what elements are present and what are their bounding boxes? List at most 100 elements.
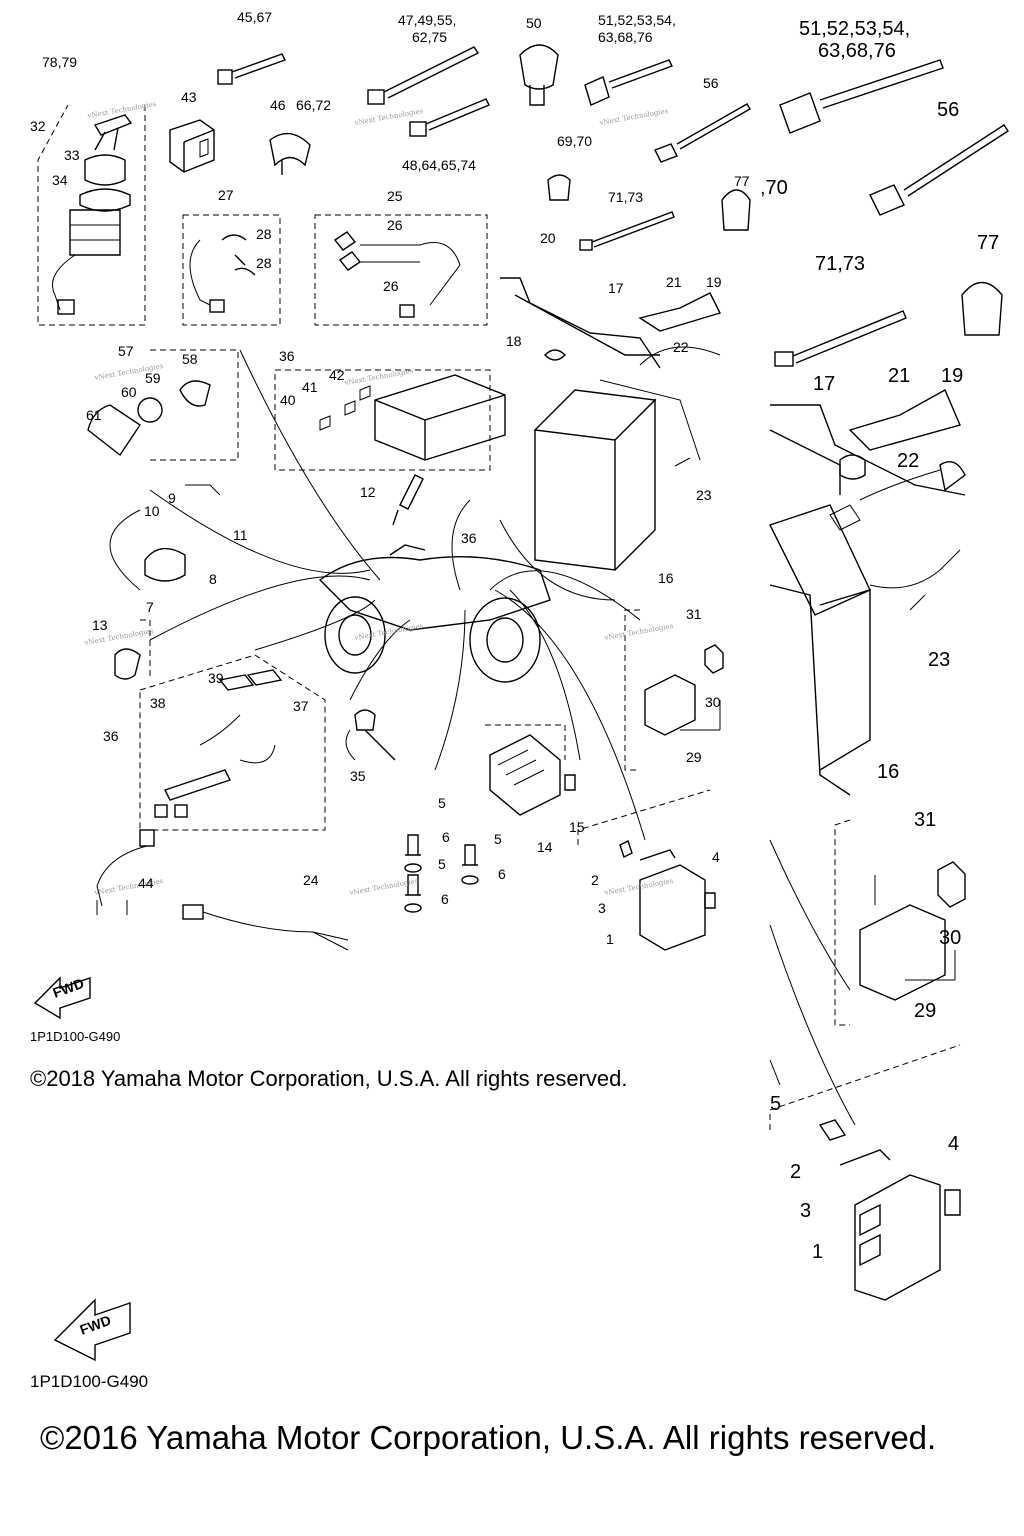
wire-24 xyxy=(182,904,349,951)
zoom-leader-lines xyxy=(769,839,856,1126)
callout-label: 5 xyxy=(438,856,446,872)
callout-label: 69,70 xyxy=(557,133,592,149)
relay-43 xyxy=(169,119,215,173)
callout-label: 26 xyxy=(387,217,403,233)
callout-label: 44 xyxy=(138,875,154,891)
callout-label: 38 xyxy=(150,695,166,711)
bolt-15 xyxy=(564,774,576,791)
callout-label: 17 xyxy=(608,280,624,296)
callout-label: 37 xyxy=(293,698,309,714)
ignition-switch-group xyxy=(37,104,146,326)
callout-label: 10 xyxy=(144,503,160,519)
callout-label: 34 xyxy=(52,172,68,188)
callout-label: 4 xyxy=(948,1133,959,1155)
callout-label: 28 xyxy=(256,226,272,242)
callout-label: 20 xyxy=(540,230,556,246)
callout-label: 50 xyxy=(526,15,542,31)
callout-label: 5 xyxy=(438,795,446,811)
callout-label: 25 xyxy=(387,188,403,204)
callout-label: 4 xyxy=(712,849,720,865)
callout-label: 56 xyxy=(703,75,719,91)
callout-label: 62,75 xyxy=(412,29,447,45)
callout-label: 26 xyxy=(383,278,399,294)
callout-label: 45,67 xyxy=(237,9,272,25)
svg-text:vNext Technologies: vNext Technologies xyxy=(603,622,674,642)
callout-label: 16 xyxy=(877,761,899,783)
band-51 xyxy=(584,59,673,106)
callout-label: 36 xyxy=(279,348,295,364)
callout-label: 5 xyxy=(494,831,502,847)
cable-tie-47 xyxy=(367,46,480,105)
callout-label: 19 xyxy=(706,274,722,290)
callout-label: 6 xyxy=(442,829,450,845)
diagram-code-1: 1P1D100-G490 xyxy=(30,1029,121,1044)
callout-label: 11 xyxy=(233,527,248,543)
fwd-arrow-icon-2 xyxy=(53,1298,131,1362)
callout-label: 15 xyxy=(569,819,585,835)
callout-label: 41 xyxy=(302,379,318,395)
zoom-starter-relay-29 xyxy=(834,819,966,1026)
callout-label: 1 xyxy=(606,931,614,947)
fuse-box-36 xyxy=(274,369,506,471)
callout-label: 23 xyxy=(696,487,712,503)
clamp-50 xyxy=(519,44,559,106)
callout-label: 71,73 xyxy=(608,189,643,205)
svg-text:vNext Technologies: vNext Technologies xyxy=(598,107,669,127)
zoom-band-51 xyxy=(779,59,944,134)
callout-label: 27 xyxy=(218,187,234,203)
callout-label: 63,68,76 xyxy=(598,29,653,45)
callout-label: 35 xyxy=(350,768,366,784)
clamp-69-70 xyxy=(547,174,571,201)
callout-label: 21 xyxy=(888,365,910,387)
callout-label: 2 xyxy=(591,872,599,888)
callout-label: 33 xyxy=(64,147,80,163)
cable-tie-45-67 xyxy=(217,53,286,85)
callout-label: 66,72 xyxy=(296,97,331,113)
callout-label: 7 xyxy=(146,599,154,615)
callout-label: 8 xyxy=(209,571,217,587)
callout-label: 5 xyxy=(770,1093,781,1115)
fwd-label-2: FWD xyxy=(78,1312,113,1338)
harness-44 xyxy=(96,829,155,915)
callout-label: 40 xyxy=(280,392,296,408)
callout-label: 57 xyxy=(118,343,134,359)
battery-bracket-17 xyxy=(500,277,661,369)
callout-label: 3 xyxy=(598,900,606,916)
zoom-battery-16 xyxy=(769,504,871,796)
svg-text:vNext Technologies: vNext Technologies xyxy=(353,107,424,127)
callout-label: 12 xyxy=(360,484,376,500)
cables-23-22 xyxy=(599,346,721,467)
ignition-coil-7 xyxy=(109,484,221,591)
zoom-cable-22-23 xyxy=(859,461,966,611)
zoom-bracket-19 xyxy=(848,389,961,451)
callout-label: 60 xyxy=(121,384,137,400)
callout-label: 47,49,55, xyxy=(398,12,456,28)
wire-lead-25 xyxy=(314,214,488,326)
copyright-notice-1: ©2018 Yamaha Motor Corporation, U.S.A. A… xyxy=(30,1066,628,1091)
callout-label: 22 xyxy=(897,450,919,472)
callout-label: 36 xyxy=(103,728,119,744)
callout-label: 28 xyxy=(256,255,272,271)
callout-label: 3 xyxy=(800,1200,811,1222)
tie-56 xyxy=(654,103,751,163)
starter-relay-29 xyxy=(624,609,724,771)
callout-label: 42 xyxy=(329,367,345,383)
callout-label: 6 xyxy=(441,891,449,907)
cable-tie-48 xyxy=(409,98,490,137)
callout-label: 51,52,53,54, xyxy=(799,18,910,40)
callout-label: 9 xyxy=(168,490,176,506)
callout-label: 32 xyxy=(30,118,46,134)
zoom-tie-71-73 xyxy=(774,310,907,367)
callout-label: 31 xyxy=(686,606,702,622)
atv-vehicle-outline xyxy=(318,544,551,683)
callout-label: 31 xyxy=(914,809,936,831)
callout-labels-overview: 45,67 47,49,55,62,75 50 51,52,53,54,63,68,7… xyxy=(30,9,750,947)
callout-label: 13 xyxy=(92,617,108,633)
callout-label: 51,52,53,54, xyxy=(598,12,676,28)
callout-label: 1 xyxy=(812,1241,823,1263)
callout-label: 16 xyxy=(658,570,674,586)
bolts-5-6 xyxy=(404,834,479,913)
callout-label: 29 xyxy=(686,749,702,765)
callout-label: 71,73 xyxy=(815,253,865,275)
callout-label: 77 xyxy=(977,232,999,254)
